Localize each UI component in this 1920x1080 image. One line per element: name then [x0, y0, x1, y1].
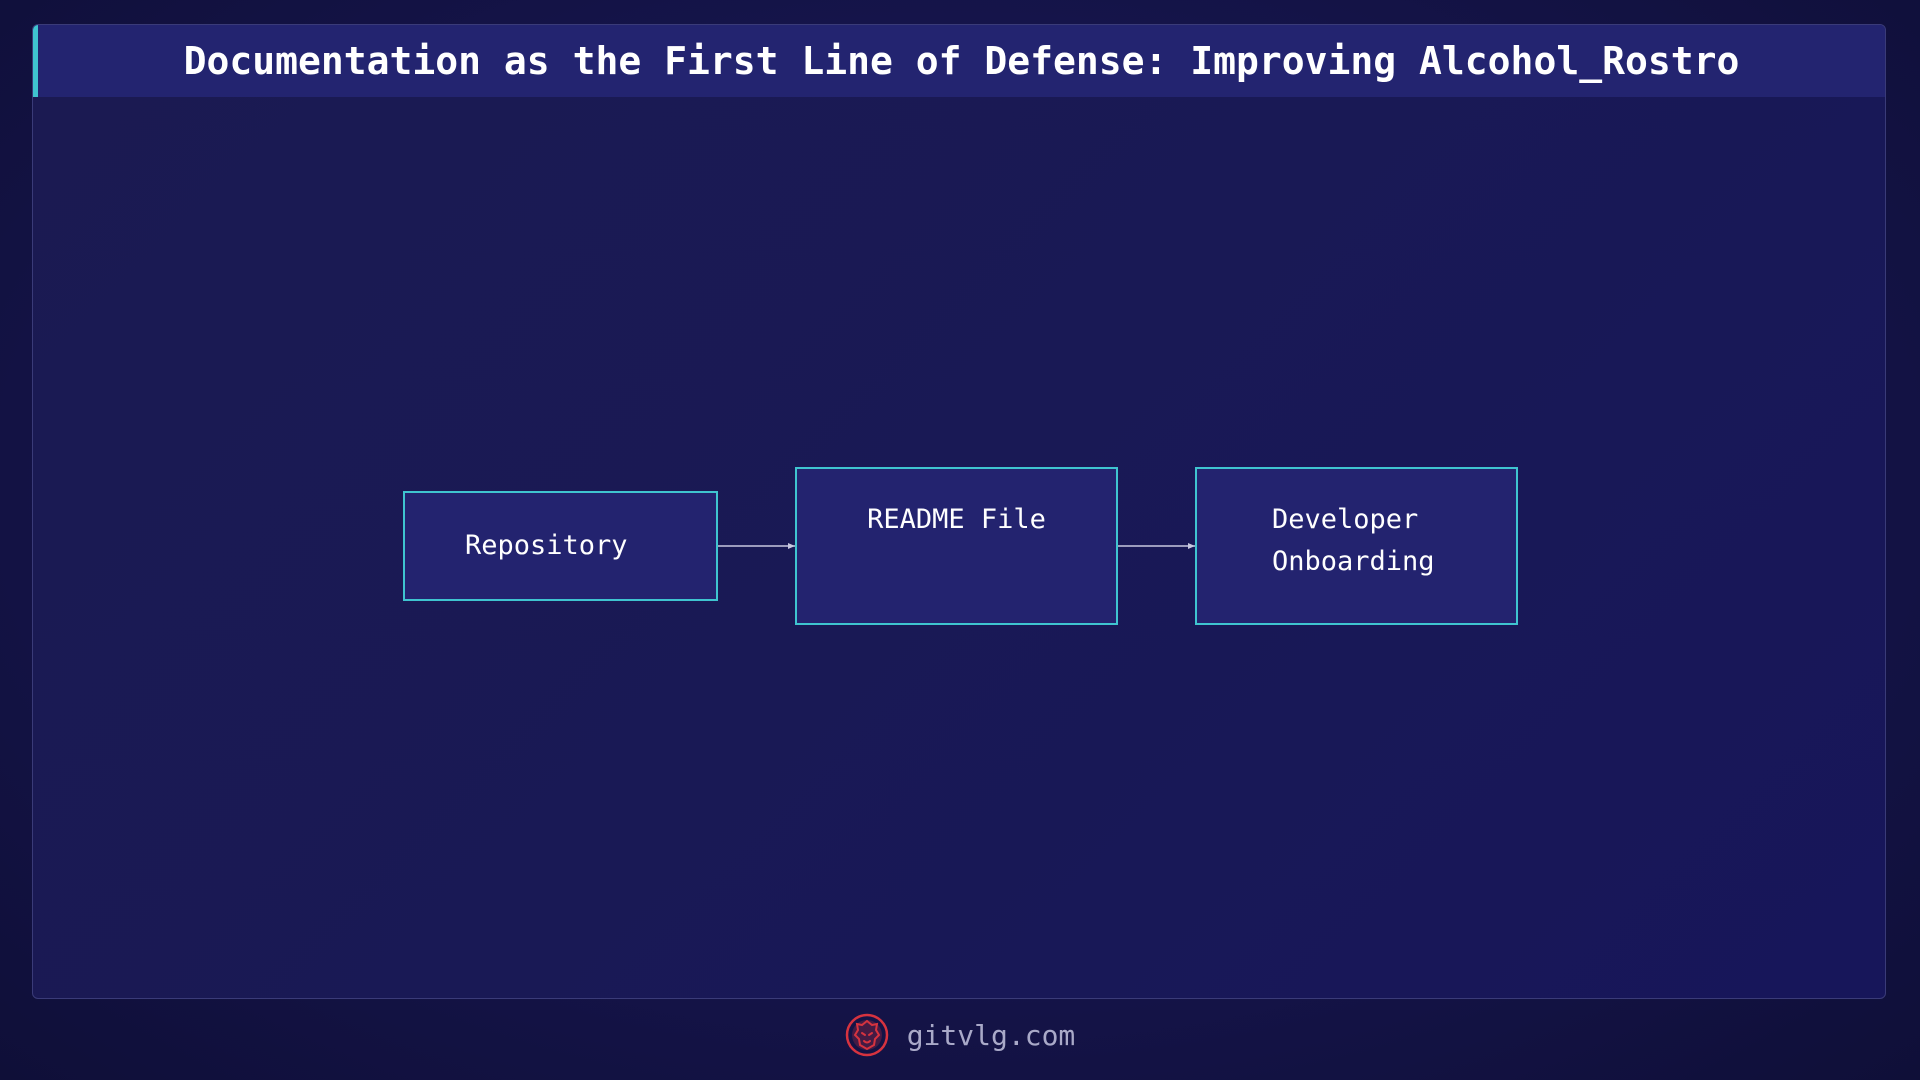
- node-readme-label: README File: [867, 504, 1046, 535]
- node-repository: Repository: [403, 491, 718, 601]
- page-title: Documentation as the First Line of Defen…: [183, 39, 1740, 83]
- node-developer-onboarding-label-line-1: Developer: [1272, 504, 1419, 535]
- node-developer-onboarding: Developer Onboarding: [1195, 467, 1518, 625]
- lion-head-icon: [845, 1013, 888, 1057]
- node-repository-label: Repository: [465, 530, 628, 561]
- node-developer-onboarding-label-line-2: Onboarding: [1272, 546, 1435, 577]
- footer: gitvlg.com: [0, 1010, 1920, 1060]
- title-bar: Documentation as the First Line of Defen…: [33, 25, 1885, 97]
- slide-frame: Documentation as the First Line of Defen…: [32, 24, 1886, 999]
- node-readme-file: README File: [795, 467, 1118, 625]
- footer-site-link[interactable]: gitvlg.com: [906, 1018, 1076, 1052]
